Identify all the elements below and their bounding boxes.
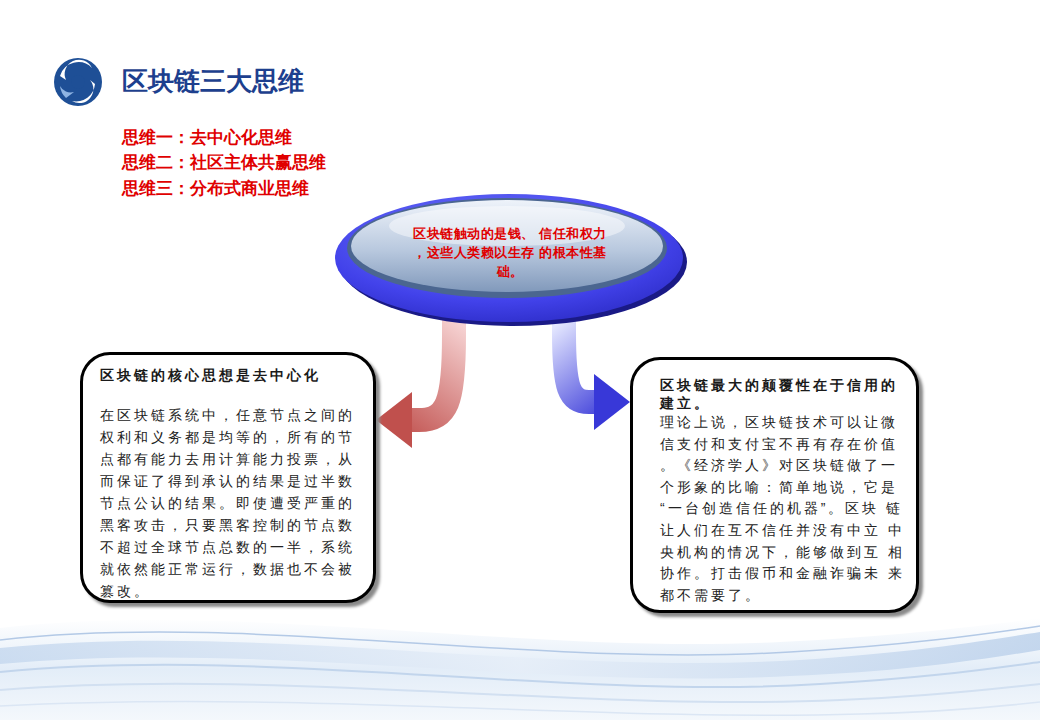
arrow-shaft (412, 319, 454, 420)
box-heading: 区块链最大的颠覆性在于信用的 建立。 (660, 376, 906, 412)
wave-band (0, 632, 1040, 679)
box-body: 在区块链系统中，任意节点之间的 权利和义务都是均等的，所有的节 点都有能力去用计… (100, 404, 362, 602)
logo-swirl (60, 86, 74, 98)
logo-circle (54, 58, 102, 106)
rounded-box: 区块链最大的颠覆性在于信用的 建立。理论上说，区块链技术可以让微 信支付和支付宝… (630, 357, 919, 613)
curved-arrow (376, 319, 454, 448)
disc-face (351, 200, 663, 292)
disc-outer (335, 194, 683, 322)
rounded-box: 区块链的核心思想是去中心化在区块链系统中，任意节点之间的 权利和义务都是均等的，… (80, 352, 376, 603)
arrow-head (594, 374, 630, 430)
arrow-shaft (564, 319, 594, 402)
disc-rim (347, 198, 667, 298)
arrow-head (376, 392, 412, 448)
thinking-label: 思维二：社区主体共赢思维 (122, 151, 326, 175)
wave-line (0, 701, 1040, 715)
page-title: 区块链三大思维 (122, 65, 304, 97)
wave-background (0, 618, 1040, 720)
thinking-label: 思维三：分布式商业思维 (122, 177, 309, 201)
curved-arrow (564, 319, 630, 430)
disc-text: 区块链触动的是钱、 信任和权力，这些人类赖以生存 的根本性基础。 (412, 224, 608, 281)
thinking-label: 思维一：去中心化思维 (122, 126, 292, 150)
logo-center (71, 75, 85, 89)
wave-line (0, 626, 1040, 655)
wave-line (0, 684, 1040, 702)
core-disc: 区块链触动的是钱、 信任和权力，这些人类赖以生存 的根本性基础。 (333, 188, 688, 328)
logo (54, 58, 102, 106)
box-heading: 区块链的核心思想是去中心化 (100, 366, 362, 384)
box-body: 理论上说，区块链技术可以让微 信支付和支付宝不再有存在价值 。《经济学人》对区块… (660, 412, 906, 606)
